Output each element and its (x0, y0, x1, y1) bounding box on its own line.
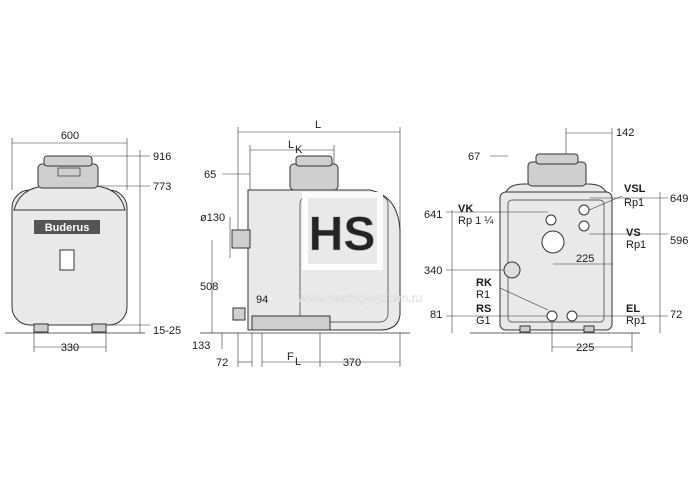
rear-dim-225b: 225 (576, 342, 594, 354)
side-view: L L K 65 ø130 508 94 133 72 F L (192, 119, 410, 369)
side-dim-L: L (315, 119, 321, 131)
rear-dim-641: 641 (424, 209, 442, 221)
conn-vs-size: Rp1 (626, 239, 646, 251)
rear-dim-225a: 225 (576, 253, 594, 265)
rear-burner-cap (527, 161, 587, 187)
front-shoulder (13, 185, 126, 211)
conn-el-code: EL (626, 303, 640, 315)
rear-dim-81: 81 (430, 309, 442, 321)
front-burner-slot (57, 167, 81, 177)
conn-vk-size: Rp 1 ¼ (458, 215, 494, 227)
front-dim-feet: 15-25 (153, 325, 181, 337)
side-dim-FL-F: F (287, 351, 294, 363)
conn-vk-code: VK (458, 203, 473, 215)
rear-port-vk (545, 214, 557, 226)
front-foot-right (91, 323, 107, 333)
front-dim-330: 330 (61, 342, 79, 354)
rear-port-main (541, 230, 565, 254)
conn-rk-size: R1 (476, 289, 490, 301)
front-brand-label: Buderus (45, 222, 90, 234)
rear-dim-649: 649 (670, 193, 688, 205)
watermark-logo: HS (309, 208, 376, 261)
front-view: Buderus 600 916 773 15-25 330 (5, 130, 181, 354)
side-flue-pipe (231, 229, 251, 249)
rear-dim-72: 72 (670, 309, 682, 321)
conn-vsl-leader (588, 195, 623, 211)
side-burner-cap (289, 163, 339, 191)
rear-port-rk (503, 261, 521, 279)
conn-rs-size: G1 (476, 315, 491, 327)
watermark: HS www.heating-system.ru (297, 192, 422, 305)
side-dim-508: 508 (200, 281, 218, 293)
rear-frame (507, 199, 605, 323)
conn-vs-code: VS (626, 227, 641, 239)
front-burner-top (43, 155, 93, 167)
rear-port-rs (546, 310, 558, 322)
rear-port-vs (578, 220, 590, 232)
side-dim-94: 94 (256, 294, 268, 306)
rear-dim-596: 596 (670, 235, 688, 247)
front-brand-plate (34, 220, 100, 234)
side-drain (232, 307, 246, 321)
side-dim-130: ø130 (200, 212, 225, 224)
rear-port-vsl (578, 204, 590, 216)
side-dim-LK-K: K (295, 144, 303, 156)
rear-view: 142 67 649 596 72 641 340 81 225 225 VSL… (424, 127, 688, 354)
conn-vsl-code: VSL (624, 183, 646, 195)
front-display-window (59, 249, 75, 271)
side-dim-LK-L: L (288, 139, 294, 151)
front-dim-600: 600 (61, 130, 79, 142)
rear-port-el (566, 310, 578, 322)
front-dim-773: 773 (153, 181, 171, 193)
front-dim-916: 916 (153, 151, 171, 163)
conn-rk-code: RK (476, 277, 492, 289)
side-dim-72: 72 (216, 357, 228, 369)
rear-body (499, 191, 613, 331)
side-dim-65: 65 (204, 169, 216, 181)
side-dim-370: 370 (343, 357, 361, 369)
side-base (251, 315, 331, 331)
watermark-logo-box (302, 192, 383, 270)
rear-dim-67: 67 (468, 151, 480, 163)
side-dim-133: 133 (192, 340, 210, 352)
rear-foot-right (583, 325, 595, 333)
conn-rk-leader (499, 287, 549, 311)
conn-rs-code: RS (476, 303, 491, 315)
rear-burner-top (535, 153, 579, 165)
rear-foot-left (519, 325, 531, 333)
front-foot-left (33, 323, 49, 333)
side-dim-FL-L: L (295, 356, 301, 368)
watermark-url: www.heating-system.ru (297, 291, 422, 305)
side-body (247, 189, 401, 331)
conn-vsl-size: Rp1 (624, 197, 644, 209)
rear-dim-142: 142 (616, 127, 634, 139)
side-burner-top (295, 155, 333, 167)
rear-dim-340: 340 (424, 265, 442, 277)
conn-el-size: Rp1 (626, 315, 646, 327)
